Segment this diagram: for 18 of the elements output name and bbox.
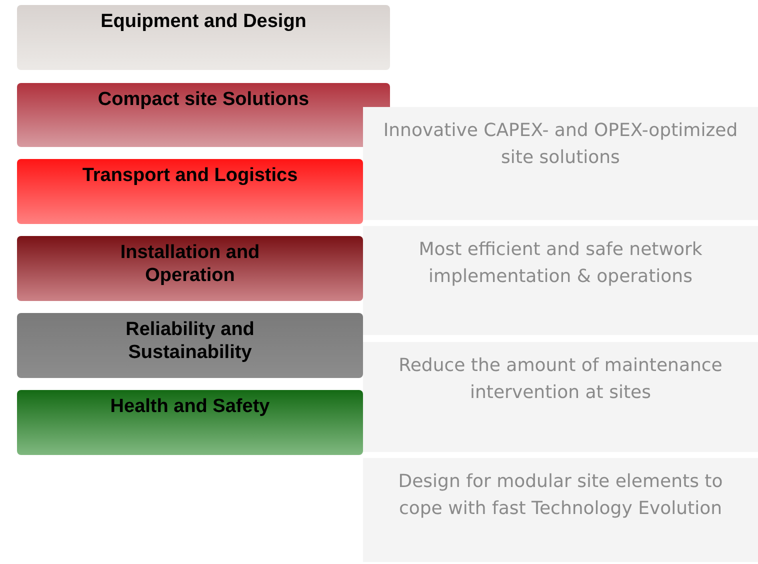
category-title: Transport and Logistics	[81, 164, 299, 187]
category-bar	[17, 313, 363, 378]
description-panel	[363, 342, 758, 452]
description-text: Reduce the amount of maintenance intervention at sites	[398, 354, 724, 405]
category-title: Compact site Solutions	[96, 88, 310, 111]
description-panel	[363, 226, 758, 335]
category-title: Installation and Operation	[119, 241, 261, 287]
category-title: Equipment and Design	[100, 10, 308, 33]
description-text: Design for modular site elements to cope with fast Technology Evolution	[397, 470, 724, 521]
category-title: Reliability and Sustainability	[124, 318, 256, 364]
description-panel	[363, 107, 758, 220]
description-text: Innovative CAPEX- and OPEX-optimized site solutions	[382, 119, 739, 170]
description-text: Most efficient and safe network implementation & operations	[418, 238, 704, 289]
category-bar	[17, 390, 363, 455]
category-bar	[17, 5, 390, 70]
category-title: Health and Safety	[109, 395, 271, 418]
category-bar	[17, 159, 363, 224]
category-bar	[17, 236, 363, 301]
